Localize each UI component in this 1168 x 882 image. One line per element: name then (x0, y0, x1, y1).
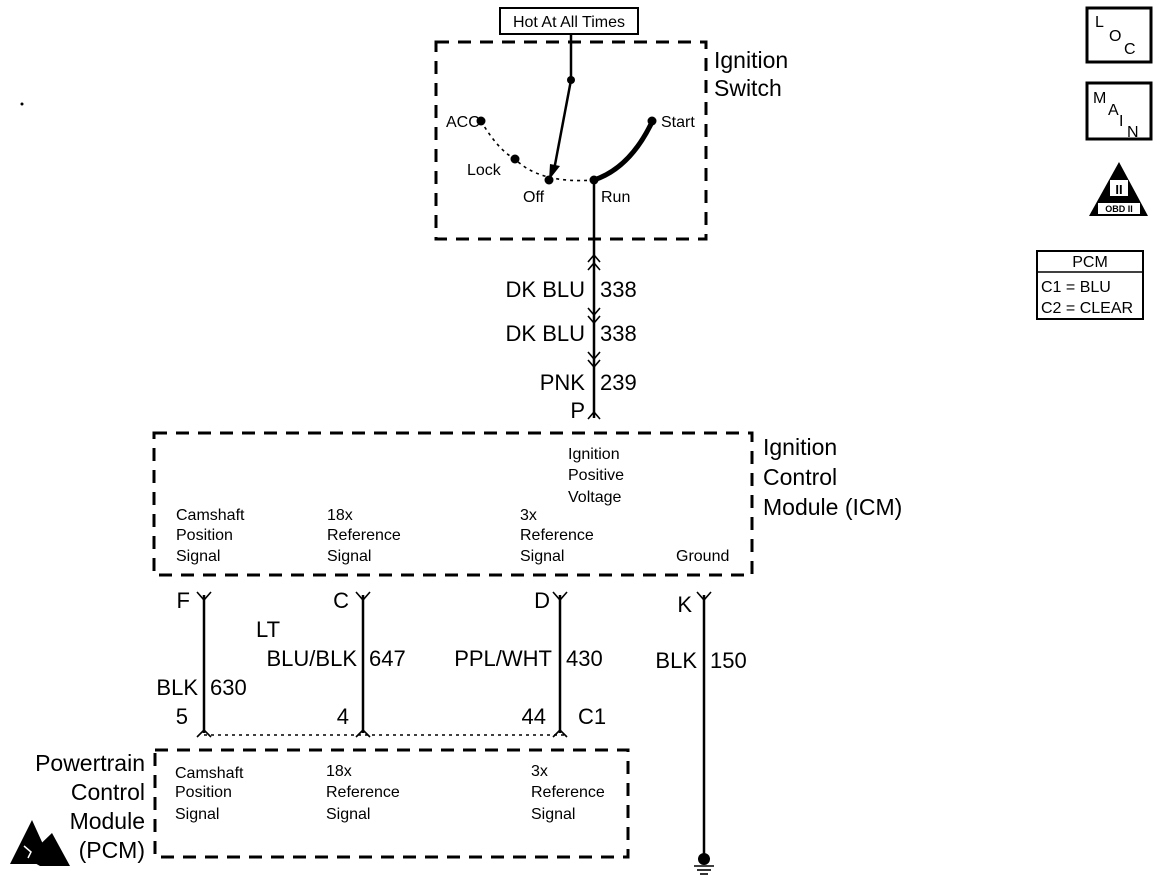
svg-text:I: I (1119, 113, 1123, 130)
icm-box (152, 431, 754, 577)
wire-150-circuit: 150 (710, 648, 747, 673)
pcm-3x-2: Reference (531, 784, 605, 801)
ignition-switch-title-2: Switch (714, 75, 782, 101)
icm-input-terminal: P (570, 398, 585, 423)
esd-sensitive-icon (10, 820, 70, 866)
pcm-connector-row-2: C2 = CLEAR (1041, 300, 1133, 317)
svg-text:C: C (1124, 41, 1136, 58)
icm-18x-1: 18x (327, 507, 353, 524)
wire-circuit-3: 239 (600, 370, 637, 395)
svg-text:II: II (1115, 182, 1122, 197)
pcm-cam-3: Signal (175, 806, 219, 823)
icm-cam-1: Camshaft (176, 507, 245, 524)
terminal-k: K (677, 592, 692, 617)
ground-icon (694, 853, 714, 875)
icm-3x-3: Signal (520, 548, 564, 565)
pcm-connector-table: PCM C1 = BLU C2 = CLEAR (1036, 250, 1144, 320)
pcm-cam-1: Camshaft (175, 765, 244, 782)
lower-wire-runs: F C D K BLK 630 5 LT BLU/BLK 647 4 PPL/W… (156, 588, 747, 875)
loc-icon[interactable]: L O C (1085, 6, 1153, 64)
start-contact (647, 116, 657, 126)
off-contact (544, 175, 554, 185)
wire-647-color-1: LT (256, 617, 280, 642)
pcm-3x-1: 3x (531, 763, 548, 780)
icm-3x-2: Reference (520, 527, 594, 544)
wire-647-circuit: 647 (369, 646, 406, 671)
svg-text:OBD II: OBD II (1105, 204, 1133, 214)
ignition-switch-title-1: Ignition (714, 47, 788, 73)
icm-cam-2: Position (176, 527, 233, 544)
icm-ground-label: Ground (676, 548, 729, 565)
start-label: Start (661, 114, 695, 131)
terminal-d: D (534, 588, 550, 613)
wire-630-color: BLK (156, 675, 198, 700)
icm-18x-3: Signal (327, 548, 371, 565)
power-source-label: Hot At All Times (513, 14, 625, 31)
ignition-switch-box (434, 40, 708, 241)
pcm-title-2: Control (71, 779, 145, 805)
obd-ii-icon[interactable]: II OBD II (1089, 162, 1148, 216)
pcm-18x-2: Reference (326, 784, 400, 801)
wire-647-color-2: BLU/BLK (267, 646, 358, 671)
svg-text:O: O (1109, 28, 1121, 45)
wire-color-1: DK BLU (506, 277, 585, 302)
icm-3x-1: 3x (520, 507, 537, 524)
off-label: Off (523, 189, 545, 206)
icm: Ignition Control Module (ICM) Ignition P… (152, 431, 902, 577)
pcm-18x-3: Signal (326, 806, 370, 823)
wire-430-color: PPL/WHT (454, 646, 552, 671)
icm-title-2: Control (763, 464, 837, 490)
pcm-connector-row-1: C1 = BLU (1041, 279, 1111, 296)
pcm-title-3: Module (70, 808, 145, 834)
acc-contact (476, 116, 486, 126)
pcm-3x-3: Signal (531, 806, 575, 823)
run-label: Run (601, 189, 630, 206)
svg-text:A: A (1108, 102, 1119, 119)
wire-630-circuit: 630 (210, 675, 247, 700)
icm-title-3: Module (ICM) (763, 494, 902, 520)
pcm-title-1: Powertrain (35, 750, 145, 776)
pcm: Powertrain Control Module (PCM) Camshaft… (35, 748, 630, 863)
pcm-18x-1: 18x (326, 763, 352, 780)
wire-color-3: PNK (540, 370, 586, 395)
lock-contact (510, 154, 520, 164)
svg-text:M: M (1093, 90, 1106, 107)
pcm-cam-2: Position (175, 784, 232, 801)
icm-ign-pos-1: Ignition (568, 446, 620, 463)
svg-text:L: L (1095, 14, 1104, 31)
wire-150-color: BLK (655, 648, 697, 673)
pcm-box (153, 748, 630, 859)
icm-ign-pos-3: Voltage (568, 489, 621, 506)
connector-c1: C1 (578, 704, 606, 729)
icm-title-1: Ignition (763, 434, 837, 460)
svg-text:N: N (1127, 124, 1139, 141)
terminal-c: C (333, 588, 349, 613)
wire-color-2: DK BLU (506, 321, 585, 346)
switch-arm-arrow (549, 164, 560, 180)
wire-circuit-2: 338 (600, 321, 637, 346)
icm-cam-3: Signal (176, 548, 220, 565)
icm-18x-2: Reference (327, 527, 401, 544)
pcm-connector-title: PCM (1072, 254, 1108, 271)
terminal-f: F (177, 588, 190, 613)
pcm-pin-44: 44 (522, 704, 546, 729)
start-arc (593, 120, 655, 183)
pcm-pin-4: 4 (337, 704, 349, 729)
main-icon[interactable]: M A I N (1085, 81, 1153, 141)
switch-arm (552, 79, 573, 171)
speck (20, 102, 24, 106)
upper-wire-run: DK BLU 338 DK BLU 338 PNK 239 P (506, 180, 637, 423)
lock-label: Lock (467, 162, 502, 179)
ignition-switch: Ignition Switch ACC Lock Off Run Start (434, 40, 788, 241)
pcm-pin-5: 5 (176, 704, 188, 729)
pcm-title-4: (PCM) (79, 837, 145, 863)
acc-label: ACC (446, 114, 480, 131)
wire-430-circuit: 430 (566, 646, 603, 671)
wire-circuit-1: 338 (600, 277, 637, 302)
icm-ign-pos-2: Positive (568, 467, 624, 484)
power-source: Hot At All Times (499, 7, 639, 80)
